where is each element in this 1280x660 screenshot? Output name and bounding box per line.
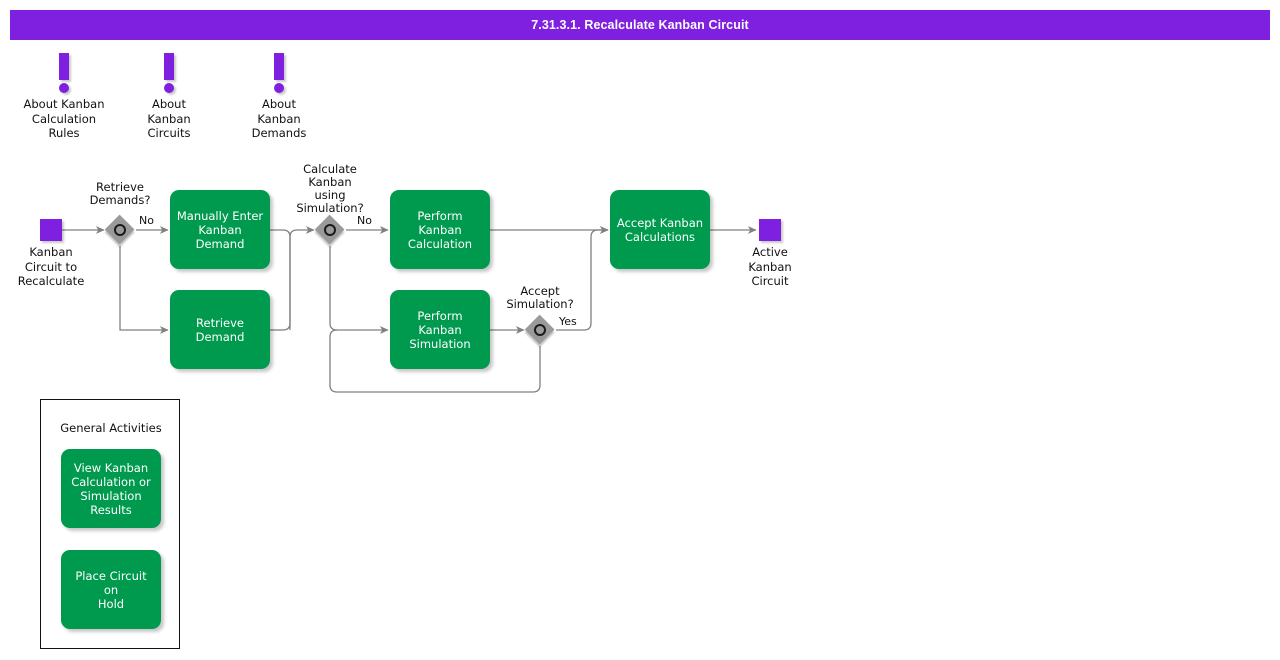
exclamation-icon — [59, 53, 69, 80]
edge-manual-out — [270, 229, 291, 331]
edge-gw3-no-loopback — [329, 329, 541, 393]
exclamation-icon — [274, 53, 284, 80]
edge-label-gw1-no: No — [139, 214, 154, 227]
legend-title: General Activities — [60, 421, 162, 435]
page-title: 7.31.3.1. Recalculate Kanban Circuit — [531, 18, 749, 32]
exclamation-icon — [164, 53, 174, 80]
gateway-circle-icon — [114, 224, 126, 236]
gateway-circle-icon — [534, 324, 546, 336]
edge-gw1-yes — [119, 246, 169, 334]
gateway-circle-icon — [324, 224, 336, 236]
edge-gw3-yes — [556, 226, 609, 331]
edge-label-gw3-yes: Yes — [559, 315, 577, 328]
edge-merge-to-gw2 — [289, 226, 315, 330]
edge-gw2-yes — [329, 246, 389, 334]
exclamation-dot-icon — [274, 83, 284, 93]
exclamation-dot-icon — [164, 83, 174, 93]
title-bar: 7.31.3.1. Recalculate Kanban Circuit — [10, 10, 1270, 40]
edge-label-gw2-no: No — [357, 214, 372, 227]
exclamation-dot-icon — [59, 83, 69, 93]
